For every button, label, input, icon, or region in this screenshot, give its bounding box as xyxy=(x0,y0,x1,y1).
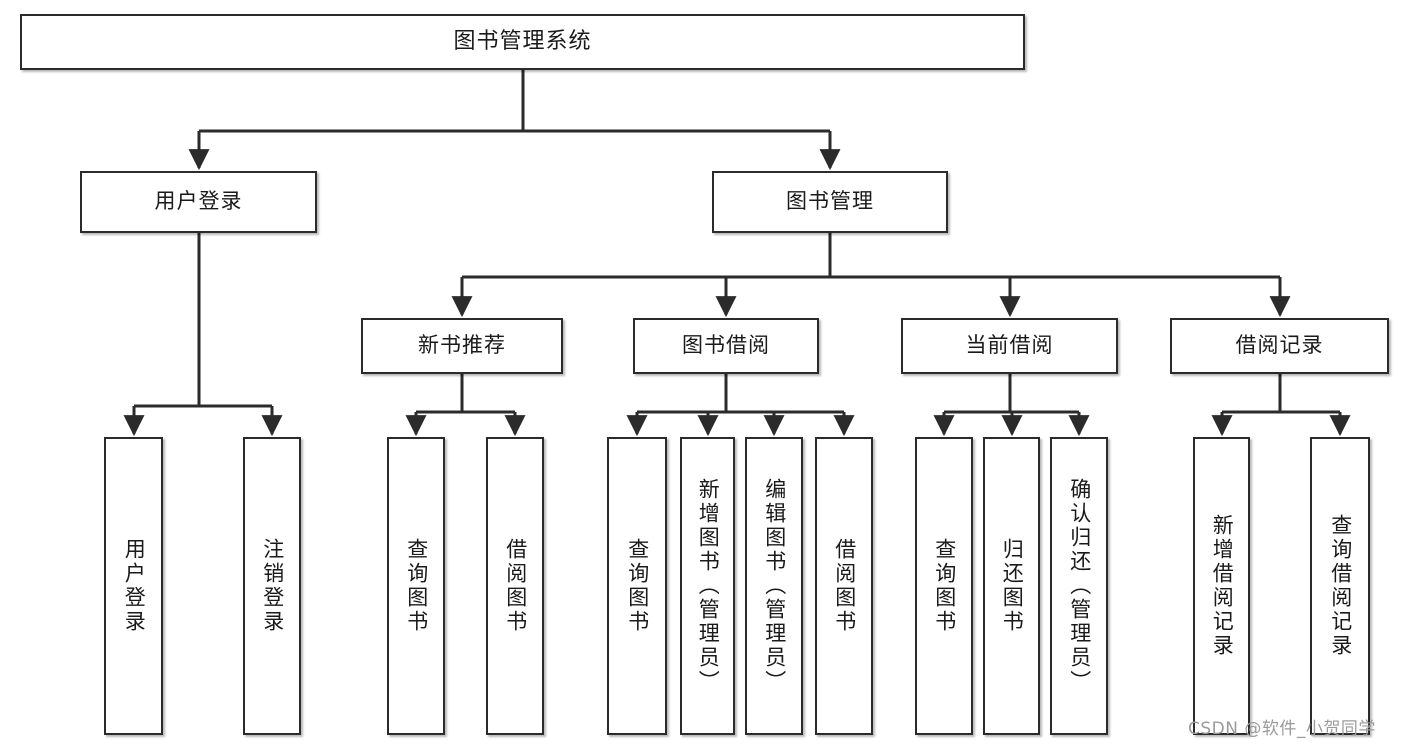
edge-trunk-current-borrow xyxy=(944,374,1079,414)
node-label: 用户登录 xyxy=(122,538,147,634)
edge-trunk-user-login xyxy=(134,233,272,408)
edge-trunk-book-manage xyxy=(462,233,1280,279)
node-leaf-borrow-book-1[interactable]: 借阅图书 xyxy=(486,437,544,735)
node-label: 图书借阅 xyxy=(682,333,770,358)
edge-trunk-new-book-recommend xyxy=(416,374,515,414)
node-label: 借阅图书 xyxy=(832,538,857,634)
node-leaf-query-book-3[interactable]: 查询图书 xyxy=(915,437,973,735)
node-leaf-query-book-1[interactable]: 查询图书 xyxy=(387,437,445,735)
node-new-book-recommend[interactable]: 新书推荐 xyxy=(361,318,563,374)
node-label: 借阅图书 xyxy=(503,538,528,634)
node-book-manage[interactable]: 图书管理 xyxy=(712,171,948,233)
node-leaf-add-borrow-record[interactable]: 新增借阅记录 xyxy=(1193,437,1250,735)
node-user-login[interactable]: 用户登录 xyxy=(80,171,317,233)
node-label: 确认归还（管理员） xyxy=(1067,478,1092,694)
edge-trunk-root xyxy=(199,70,830,133)
node-label: 用户登录 xyxy=(154,189,243,214)
node-leaf-user-login[interactable]: 用户登录 xyxy=(104,437,163,735)
node-current-borrow[interactable]: 当前借阅 xyxy=(901,318,1118,374)
node-label: 查询图书 xyxy=(932,538,957,634)
edge-trunk-book-borrow xyxy=(637,374,844,414)
node-borrow-record[interactable]: 借阅记录 xyxy=(1170,318,1389,374)
node-leaf-query-book-2[interactable]: 查询图书 xyxy=(607,437,667,735)
node-label: 查询图书 xyxy=(625,538,650,634)
node-book-borrow[interactable]: 图书借阅 xyxy=(633,318,819,374)
node-leaf-edit-book-admin[interactable]: 编辑图书（管理员） xyxy=(745,437,803,735)
edge-trunk-borrow-record xyxy=(1222,374,1340,414)
node-label: 新增借阅记录 xyxy=(1210,514,1235,658)
node-root[interactable]: 图书管理系统 xyxy=(20,14,1025,70)
node-leaf-logout[interactable]: 注销登录 xyxy=(243,437,301,735)
node-label: 当前借阅 xyxy=(965,333,1054,358)
node-label: 注销登录 xyxy=(260,538,285,634)
node-label: 新增图书（管理员） xyxy=(696,478,721,694)
node-leaf-confirm-return-admin[interactable]: 确认归还（管理员） xyxy=(1050,437,1108,735)
node-label: 查询图书 xyxy=(404,538,429,634)
node-label: 编辑图书（管理员） xyxy=(762,478,787,694)
node-label: 借阅记录 xyxy=(1235,333,1324,358)
node-leaf-add-book-admin[interactable]: 新增图书（管理员） xyxy=(680,437,735,735)
node-leaf-return-book[interactable]: 归还图书 xyxy=(983,437,1040,735)
node-label: 图书管理系统 xyxy=(453,28,592,54)
node-label: 图书管理 xyxy=(786,189,874,214)
node-leaf-borrow-book-2[interactable]: 借阅图书 xyxy=(815,437,873,735)
node-label: 归还图书 xyxy=(1000,538,1025,634)
node-label: 查询借阅记录 xyxy=(1328,514,1353,658)
connector-lines xyxy=(123,70,1351,437)
watermark-text: CSDN @软件_小贺同学 xyxy=(1188,719,1376,739)
node-leaf-query-borrow-record[interactable]: 查询借阅记录 xyxy=(1310,437,1370,735)
node-label: 新书推荐 xyxy=(418,333,506,358)
